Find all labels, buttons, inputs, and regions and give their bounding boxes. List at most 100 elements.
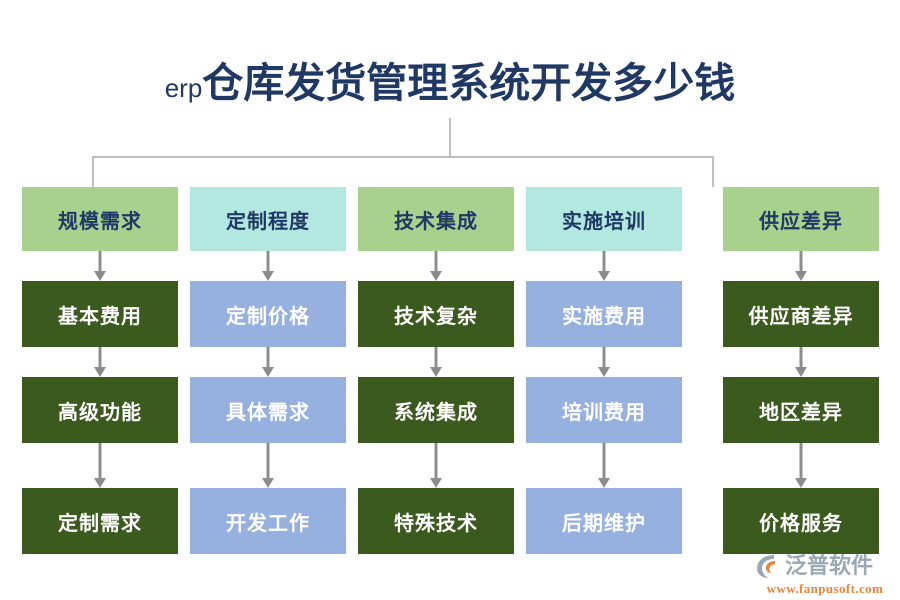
arrow-head-icon [795, 367, 807, 377]
column-1-cell-2-label: 高级功能 [58, 401, 142, 424]
arrow-shaft [266, 347, 270, 368]
column-3-cell-1[interactable]: 技术复杂 [358, 281, 514, 347]
arrow-head-icon [94, 367, 106, 377]
column-1-cell-1[interactable]: 基本费用 [22, 281, 178, 347]
logo-brand-name: 泛普软件 [785, 553, 874, 578]
arrow-head-icon [795, 271, 807, 281]
column-5-cell-1[interactable]: 供应商差异 [723, 281, 879, 347]
column-5-cell-3[interactable]: 价格服务 [723, 488, 879, 554]
column-1-cell-1-label: 基本费用 [58, 305, 142, 328]
column-3-cell-3[interactable]: 特殊技术 [358, 488, 514, 554]
arrow-head-icon [598, 367, 610, 377]
arrow-shaft [266, 251, 270, 272]
page-title-main: 仓库发货管理系统开发多少钱 [202, 60, 736, 106]
logo-row: 泛普软件 [755, 552, 895, 580]
logo-url: www.fanpusoft.com [766, 581, 884, 596]
column-5-cell-2[interactable]: 地区差异 [723, 377, 879, 443]
column-5-cell-3-label: 价格服务 [759, 512, 843, 535]
arrow-head-icon [598, 271, 610, 281]
column-4-cell-2-label: 培训费用 [562, 401, 646, 424]
column-3-arrow-cell-2-to-cell-3 [358, 443, 514, 488]
arrow-head-icon [94, 478, 106, 488]
column-5-arrow-cell-2-to-cell-3 [723, 443, 879, 488]
column-1-cell-3[interactable]: 定制需求 [22, 488, 178, 554]
column-5-header[interactable]: 供应差异 [723, 187, 879, 251]
column-5-cell-1-label: 供应商差异 [748, 305, 854, 328]
column-3-cell-2[interactable]: 系统集成 [358, 377, 514, 443]
column-2-cell-2-label: 具体需求 [226, 401, 310, 424]
column-1-arrow-header-to-cell-1 [22, 251, 178, 281]
column-2-cell-3-label: 开发工作 [226, 512, 310, 535]
column-3: 技术集成 技术复杂 系统集成 特殊技术 [358, 187, 514, 554]
arrow-shaft [799, 443, 803, 479]
column-2-cell-3[interactable]: 开发工作 [190, 488, 346, 554]
column-1-cell-3-label: 定制需求 [58, 512, 142, 535]
column-1-arrow-cell-2-to-cell-3 [22, 443, 178, 488]
column-3-cell-1-label: 技术复杂 [394, 305, 478, 328]
column-2-cell-1-label: 定制价格 [226, 305, 310, 328]
column-1-arrow-cell-1-to-cell-2 [22, 347, 178, 377]
column-3-arrow-cell-1-to-cell-2 [358, 347, 514, 377]
page-title-latin-prefix: erp [164, 73, 203, 103]
arrow-shaft [98, 251, 102, 272]
column-1-cell-2[interactable]: 高级功能 [22, 377, 178, 443]
column-1: 规模需求 基本费用 高级功能 定制需求 [22, 187, 178, 554]
column-5-header-label: 供应差异 [759, 210, 843, 233]
arrow-head-icon [430, 367, 442, 377]
column-4-cell-3[interactable]: 后期维护 [526, 488, 682, 554]
arrow-shaft [602, 251, 606, 272]
column-4-cell-3-label: 后期维护 [562, 512, 646, 535]
arrow-shaft [434, 443, 438, 479]
arrow-shaft [602, 347, 606, 368]
column-1-header[interactable]: 规模需求 [22, 187, 178, 251]
arrow-head-icon [598, 478, 610, 488]
column-5: 供应差异 供应商差异 地区差异 价格服务 [723, 187, 879, 554]
arrow-shaft [799, 251, 803, 272]
arrow-shaft [266, 443, 270, 479]
fanpu-swoosh-icon [757, 555, 775, 578]
column-4-arrow-cell-1-to-cell-2 [526, 347, 682, 377]
watermark-logo: 泛普软件 www.fanpusoft.com [755, 552, 895, 596]
arrow-shaft [799, 347, 803, 368]
column-2-header[interactable]: 定制程度 [190, 187, 346, 251]
column-5-cell-2-label: 地区差异 [759, 401, 843, 424]
column-4-cell-1-label: 实施费用 [562, 305, 646, 328]
arrow-shaft [602, 443, 606, 479]
column-2-arrow-cell-1-to-cell-2 [190, 347, 346, 377]
column-2-arrow-cell-2-to-cell-3 [190, 443, 346, 488]
column-2-arrow-header-to-cell-1 [190, 251, 346, 281]
connector-horizontal-bar [92, 156, 714, 158]
column-3-cell-3-label: 特殊技术 [394, 512, 478, 535]
column-2-cell-1[interactable]: 定制价格 [190, 281, 346, 347]
arrow-head-icon [795, 478, 807, 488]
column-2-cell-2[interactable]: 具体需求 [190, 377, 346, 443]
column-3-header[interactable]: 技术集成 [358, 187, 514, 251]
column-2-header-label: 定制程度 [226, 210, 310, 233]
arrow-head-icon [94, 271, 106, 281]
column-4-arrow-header-to-cell-1 [526, 251, 682, 281]
arrow-head-icon [430, 478, 442, 488]
column-1-header-label: 规模需求 [58, 210, 142, 233]
column-5-arrow-header-to-cell-1 [723, 251, 879, 281]
arrow-head-icon [262, 478, 274, 488]
column-3-arrow-header-to-cell-1 [358, 251, 514, 281]
column-4-header[interactable]: 实施培训 [526, 187, 682, 251]
column-2: 定制程度 定制价格 具体需求 开发工作 [190, 187, 346, 554]
column-4-header-label: 实施培训 [562, 210, 646, 233]
arrow-shaft [98, 443, 102, 479]
column-4-cell-1[interactable]: 实施费用 [526, 281, 682, 347]
arrow-head-icon [262, 367, 274, 377]
arrow-shaft [434, 251, 438, 272]
column-3-header-label: 技术集成 [394, 210, 478, 233]
column-4-arrow-cell-2-to-cell-3 [526, 443, 682, 488]
column-5-arrow-cell-1-to-cell-2 [723, 347, 879, 377]
column-4: 实施培训 实施费用 培训费用 后期维护 [526, 187, 682, 554]
arrow-head-icon [262, 271, 274, 281]
arrow-shaft [98, 347, 102, 368]
connector-drop-right [712, 156, 714, 187]
page-title: erp仓库发货管理系统开发多少钱 [0, 58, 900, 113]
arrow-head-icon [430, 271, 442, 281]
column-4-cell-2[interactable]: 培训费用 [526, 377, 682, 443]
column-3-cell-2-label: 系统集成 [394, 401, 478, 424]
